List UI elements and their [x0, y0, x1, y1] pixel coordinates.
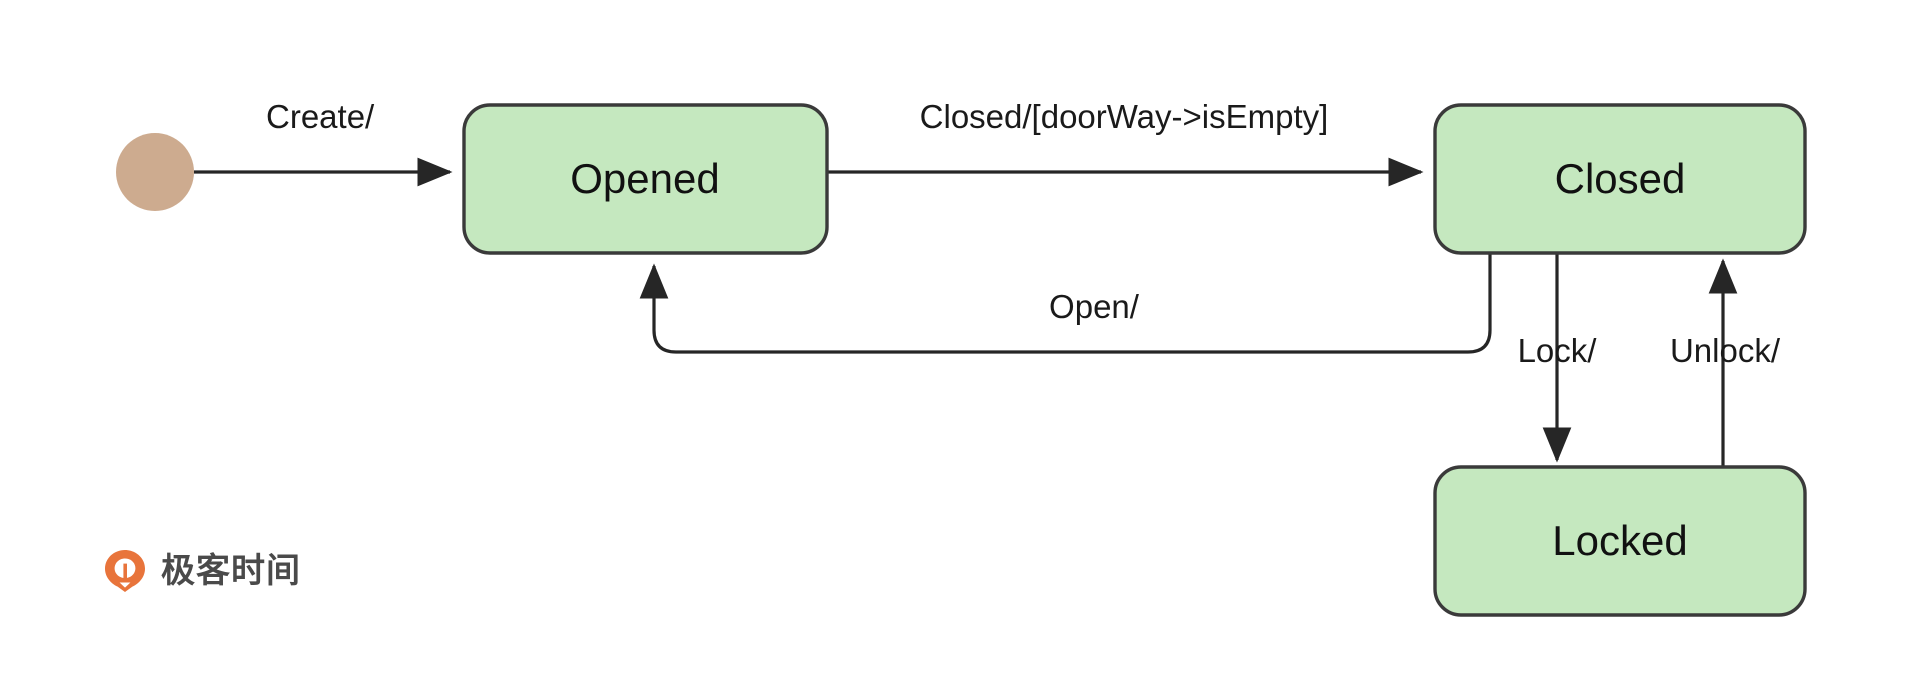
state-label-locked: Locked — [1552, 517, 1687, 564]
state-node-opened[interactable]: Opened — [462, 103, 829, 255]
transition-label-create: Create/ — [266, 98, 375, 135]
transition-label-lock: Lock/ — [1518, 332, 1598, 369]
transition-unlock[interactable]: Unlock/ — [1670, 258, 1781, 467]
brand-watermark: 极客时间 — [102, 548, 301, 594]
transition-label-closed-guard: Closed/[doorWay->isEmpty] — [920, 98, 1329, 135]
state-label-opened: Opened — [570, 155, 719, 202]
initial-state-node[interactable] — [116, 133, 194, 211]
geektime-logo-icon — [102, 548, 148, 594]
state-node-closed[interactable]: Closed — [1433, 103, 1807, 255]
transition-lock[interactable]: Lock/ — [1518, 253, 1598, 463]
state-label-closed: Closed — [1555, 155, 1686, 202]
transition-label-unlock: Unlock/ — [1670, 332, 1781, 369]
state-node-locked[interactable]: Locked — [1433, 465, 1807, 617]
transition-label-open: Open/ — [1049, 288, 1140, 325]
brand-name: 极客时间 — [161, 551, 301, 591]
transition-create[interactable]: Create/ — [194, 98, 453, 187]
transition-open[interactable]: Open/ — [639, 253, 1492, 354]
transition-closed-guard[interactable]: Closed/[doorWay->isEmpty] — [827, 98, 1424, 187]
